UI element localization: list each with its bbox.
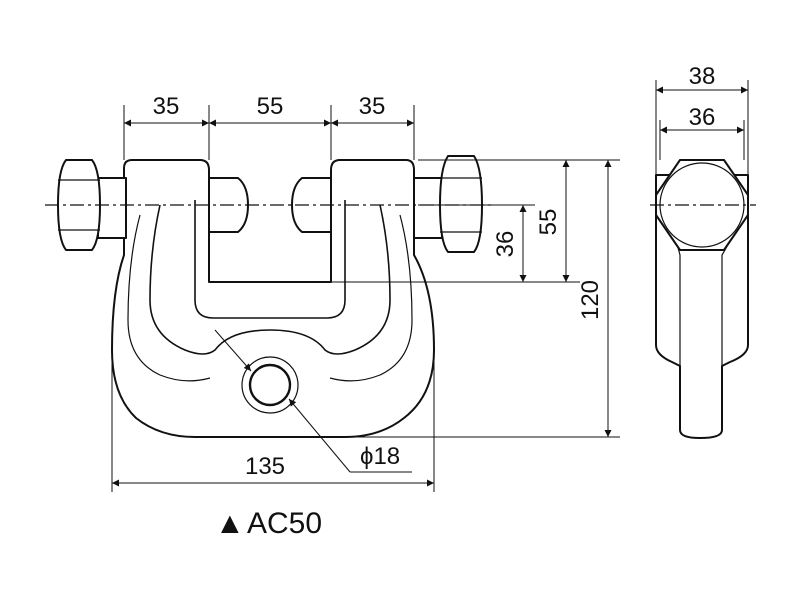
side-dimensions: 38 36 — [655, 63, 749, 175]
dim-label-phi18: ϕ18 — [360, 443, 400, 470]
caption-marker: ▲ — [215, 507, 245, 540]
right-bolt-shaft — [413, 177, 443, 239]
front-dimensions: 35 55 35 135 ϕ18 36 55 120 — [111, 93, 620, 492]
dim-label-35-left: 35 — [153, 93, 180, 120]
jaw-inner-u — [194, 200, 346, 319]
dim-label-36-side: 36 — [689, 104, 716, 131]
dim-label-55-vertical: 55 — [535, 209, 562, 236]
caption: ▲ AC50 — [215, 507, 322, 540]
right-bolt-tip — [291, 177, 332, 233]
caption-model: AC50 — [247, 507, 322, 540]
right-hex-nut — [439, 155, 483, 253]
dim-label-38: 38 — [689, 63, 716, 90]
bow-outer-line — [127, 214, 211, 382]
left-bolt-shaft — [97, 177, 127, 239]
dim-label-35-right: 35 — [359, 93, 386, 120]
bow-outer-line-right — [329, 214, 413, 382]
dim-label-55: 55 — [257, 93, 284, 120]
dim-label-120: 120 — [577, 280, 604, 320]
hole-outer-ring — [241, 356, 299, 414]
front-view — [45, 155, 495, 438]
bow-inner-line — [149, 204, 391, 355]
mounting-hole — [248, 363, 292, 407]
dim-label-135: 135 — [245, 453, 285, 480]
dim-label-36: 36 — [492, 231, 519, 258]
side-view — [650, 159, 756, 439]
